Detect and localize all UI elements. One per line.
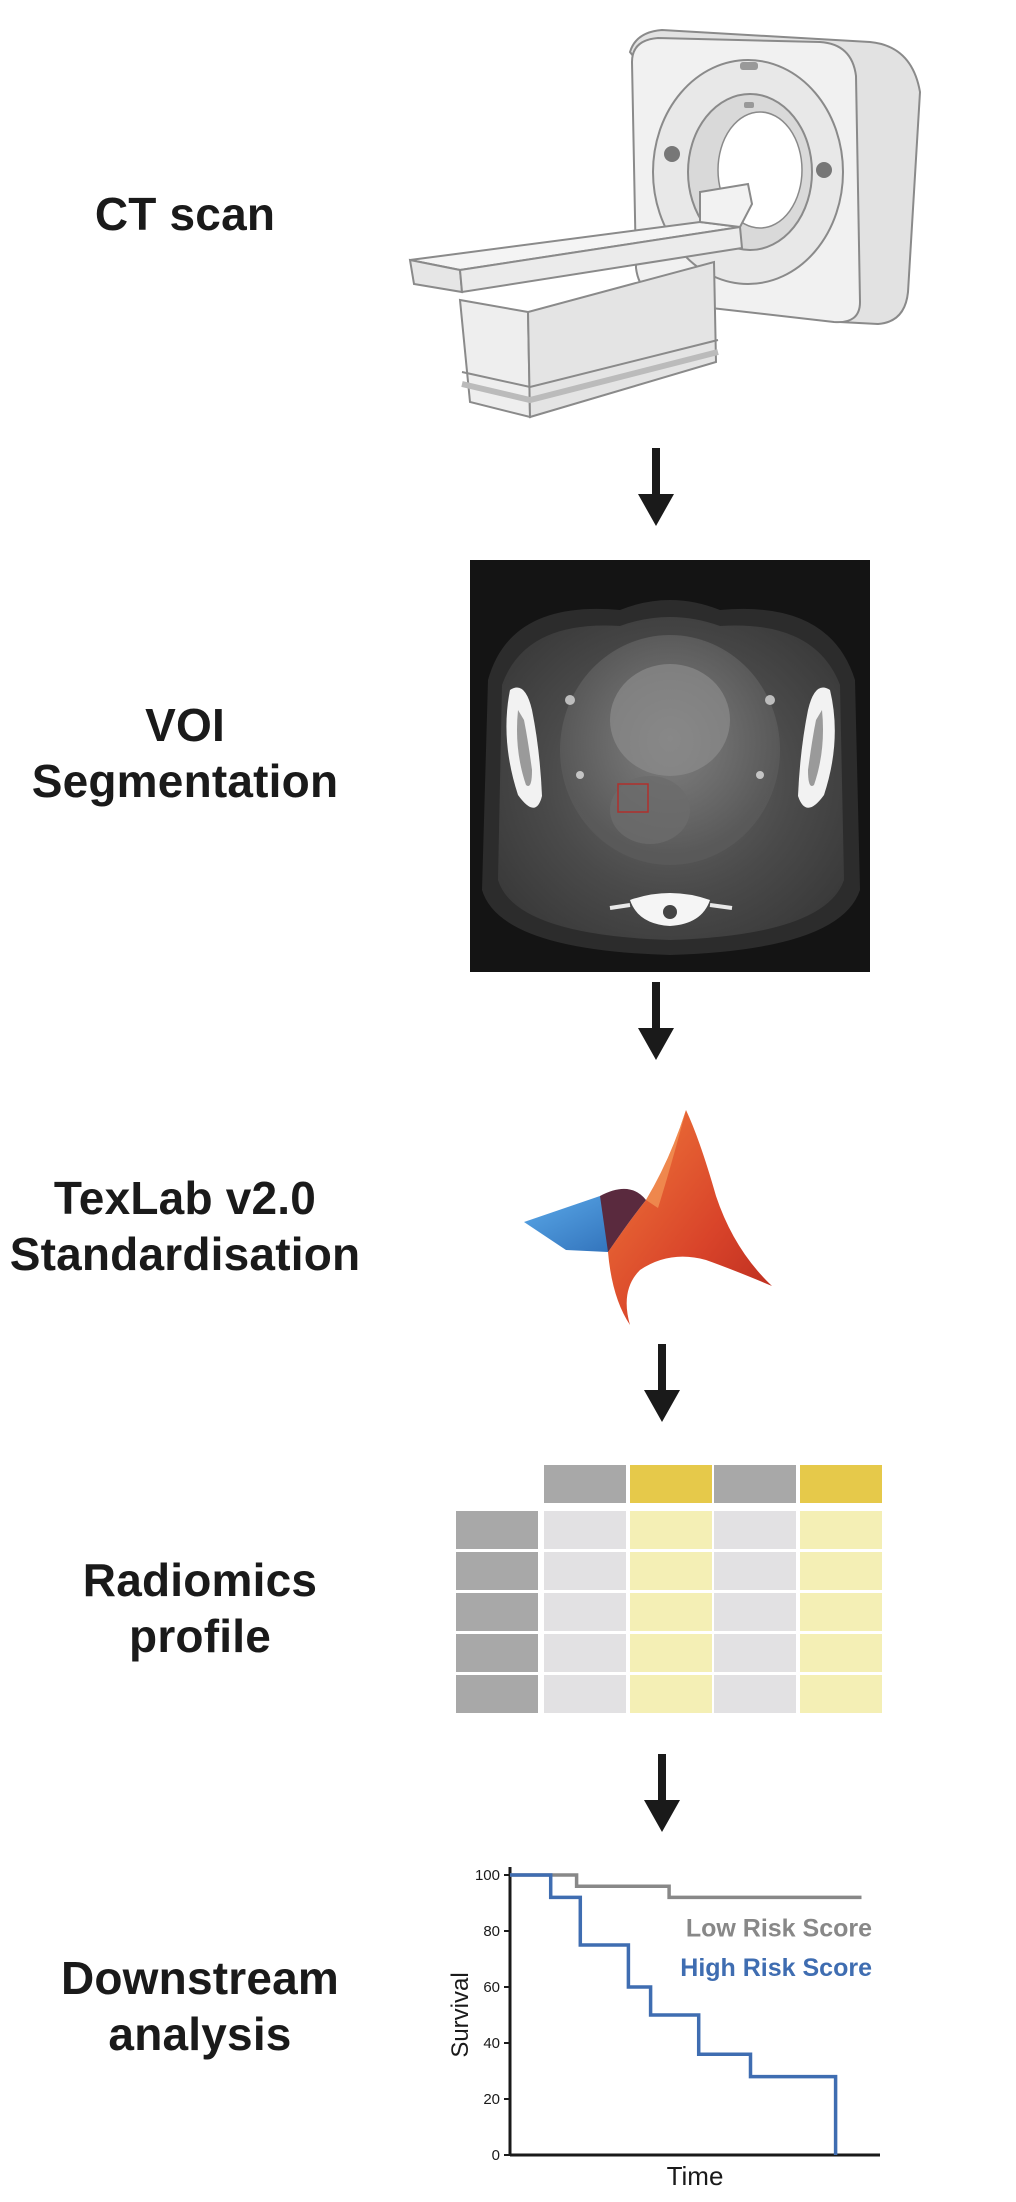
step-label-texlab-line1: TexLab v2.0 bbox=[53, 1172, 317, 1224]
arrow-down-icon bbox=[638, 448, 674, 526]
table-cell bbox=[544, 1552, 626, 1590]
table-cell bbox=[714, 1675, 796, 1713]
step-label-ct-scan: CT scan bbox=[40, 186, 330, 242]
y-tick-label: 20 bbox=[483, 2091, 500, 2108]
arrow-down-icon bbox=[644, 1344, 680, 1422]
step-label-downstream-line1: Downstream bbox=[60, 1952, 340, 2004]
table-row-header-cell bbox=[456, 1552, 538, 1590]
table-cell bbox=[630, 1552, 712, 1590]
y-tick-label: 60 bbox=[483, 1979, 500, 1996]
step-label-voi-line1: VOI bbox=[145, 699, 225, 751]
table-cell bbox=[630, 1634, 712, 1672]
step-label-voi-segmentation: VOI Segmentation bbox=[10, 697, 360, 809]
step-label-downstream: Downstream analysis bbox=[30, 1950, 370, 2062]
y-tick-label: 100 bbox=[475, 1867, 500, 1884]
y-tick-label: 80 bbox=[483, 1923, 500, 1940]
step-label-voi-line2: Segmentation bbox=[31, 755, 339, 808]
step-label-downstream-line2: analysis bbox=[108, 2008, 292, 2061]
step-label-radiomics-line1: Radiomics bbox=[82, 1554, 318, 1606]
table-row-header-cell bbox=[456, 1675, 538, 1713]
ct-axial-slice-image bbox=[470, 560, 870, 972]
table-row-header-cell bbox=[456, 1593, 538, 1631]
step-label-texlab: TexLab v2.0 Standardisation bbox=[0, 1170, 370, 1282]
x-axis-label: Time bbox=[667, 2161, 724, 2191]
series-line-high-risk bbox=[510, 1873, 838, 2155]
y-axis-label: Survival bbox=[447, 1972, 474, 2057]
texlab-surface-logo bbox=[524, 1110, 772, 1325]
table-cell bbox=[630, 1675, 712, 1713]
radiomics-feature-table bbox=[456, 1465, 882, 1713]
table-cell bbox=[630, 1511, 712, 1549]
table-cell bbox=[544, 1593, 626, 1631]
y-tick-label: 40 bbox=[483, 2035, 500, 2052]
step-label-ct-scan-line: CT scan bbox=[94, 188, 276, 240]
arrow-down-icon bbox=[638, 982, 674, 1060]
table-row-header-cell bbox=[456, 1511, 538, 1549]
arrow-down-icon bbox=[644, 1754, 680, 1832]
step-label-radiomics: Radiomics profile bbox=[30, 1552, 370, 1664]
series-line-low-risk bbox=[510, 1873, 862, 1900]
ct-scanner-illustration bbox=[408, 28, 922, 419]
table-cell bbox=[714, 1634, 796, 1672]
table-header-cell bbox=[544, 1465, 626, 1503]
table-cell bbox=[544, 1675, 626, 1713]
table-header-cell bbox=[800, 1465, 882, 1503]
table-header-cell bbox=[714, 1465, 796, 1503]
table-cell bbox=[800, 1675, 882, 1713]
table-cell bbox=[544, 1634, 626, 1672]
y-tick-label: 0 bbox=[492, 2147, 500, 2164]
table-cell bbox=[714, 1593, 796, 1631]
table-cell bbox=[800, 1634, 882, 1672]
step-label-texlab-line2: Standardisation bbox=[9, 1228, 361, 1281]
legend-label: High Risk Score bbox=[680, 1954, 872, 1982]
legend-label: Low Risk Score bbox=[686, 1915, 872, 1943]
table-cell bbox=[544, 1511, 626, 1549]
table-cell bbox=[800, 1552, 882, 1590]
table-cell bbox=[714, 1511, 796, 1549]
table-cell bbox=[800, 1511, 882, 1549]
table-cell bbox=[714, 1552, 796, 1590]
table-row-header-cell bbox=[456, 1634, 538, 1672]
table-cell bbox=[630, 1593, 712, 1631]
table-cell bbox=[800, 1593, 882, 1631]
step-label-radiomics-line2: profile bbox=[129, 1610, 271, 1663]
table-header-cell bbox=[630, 1465, 712, 1503]
